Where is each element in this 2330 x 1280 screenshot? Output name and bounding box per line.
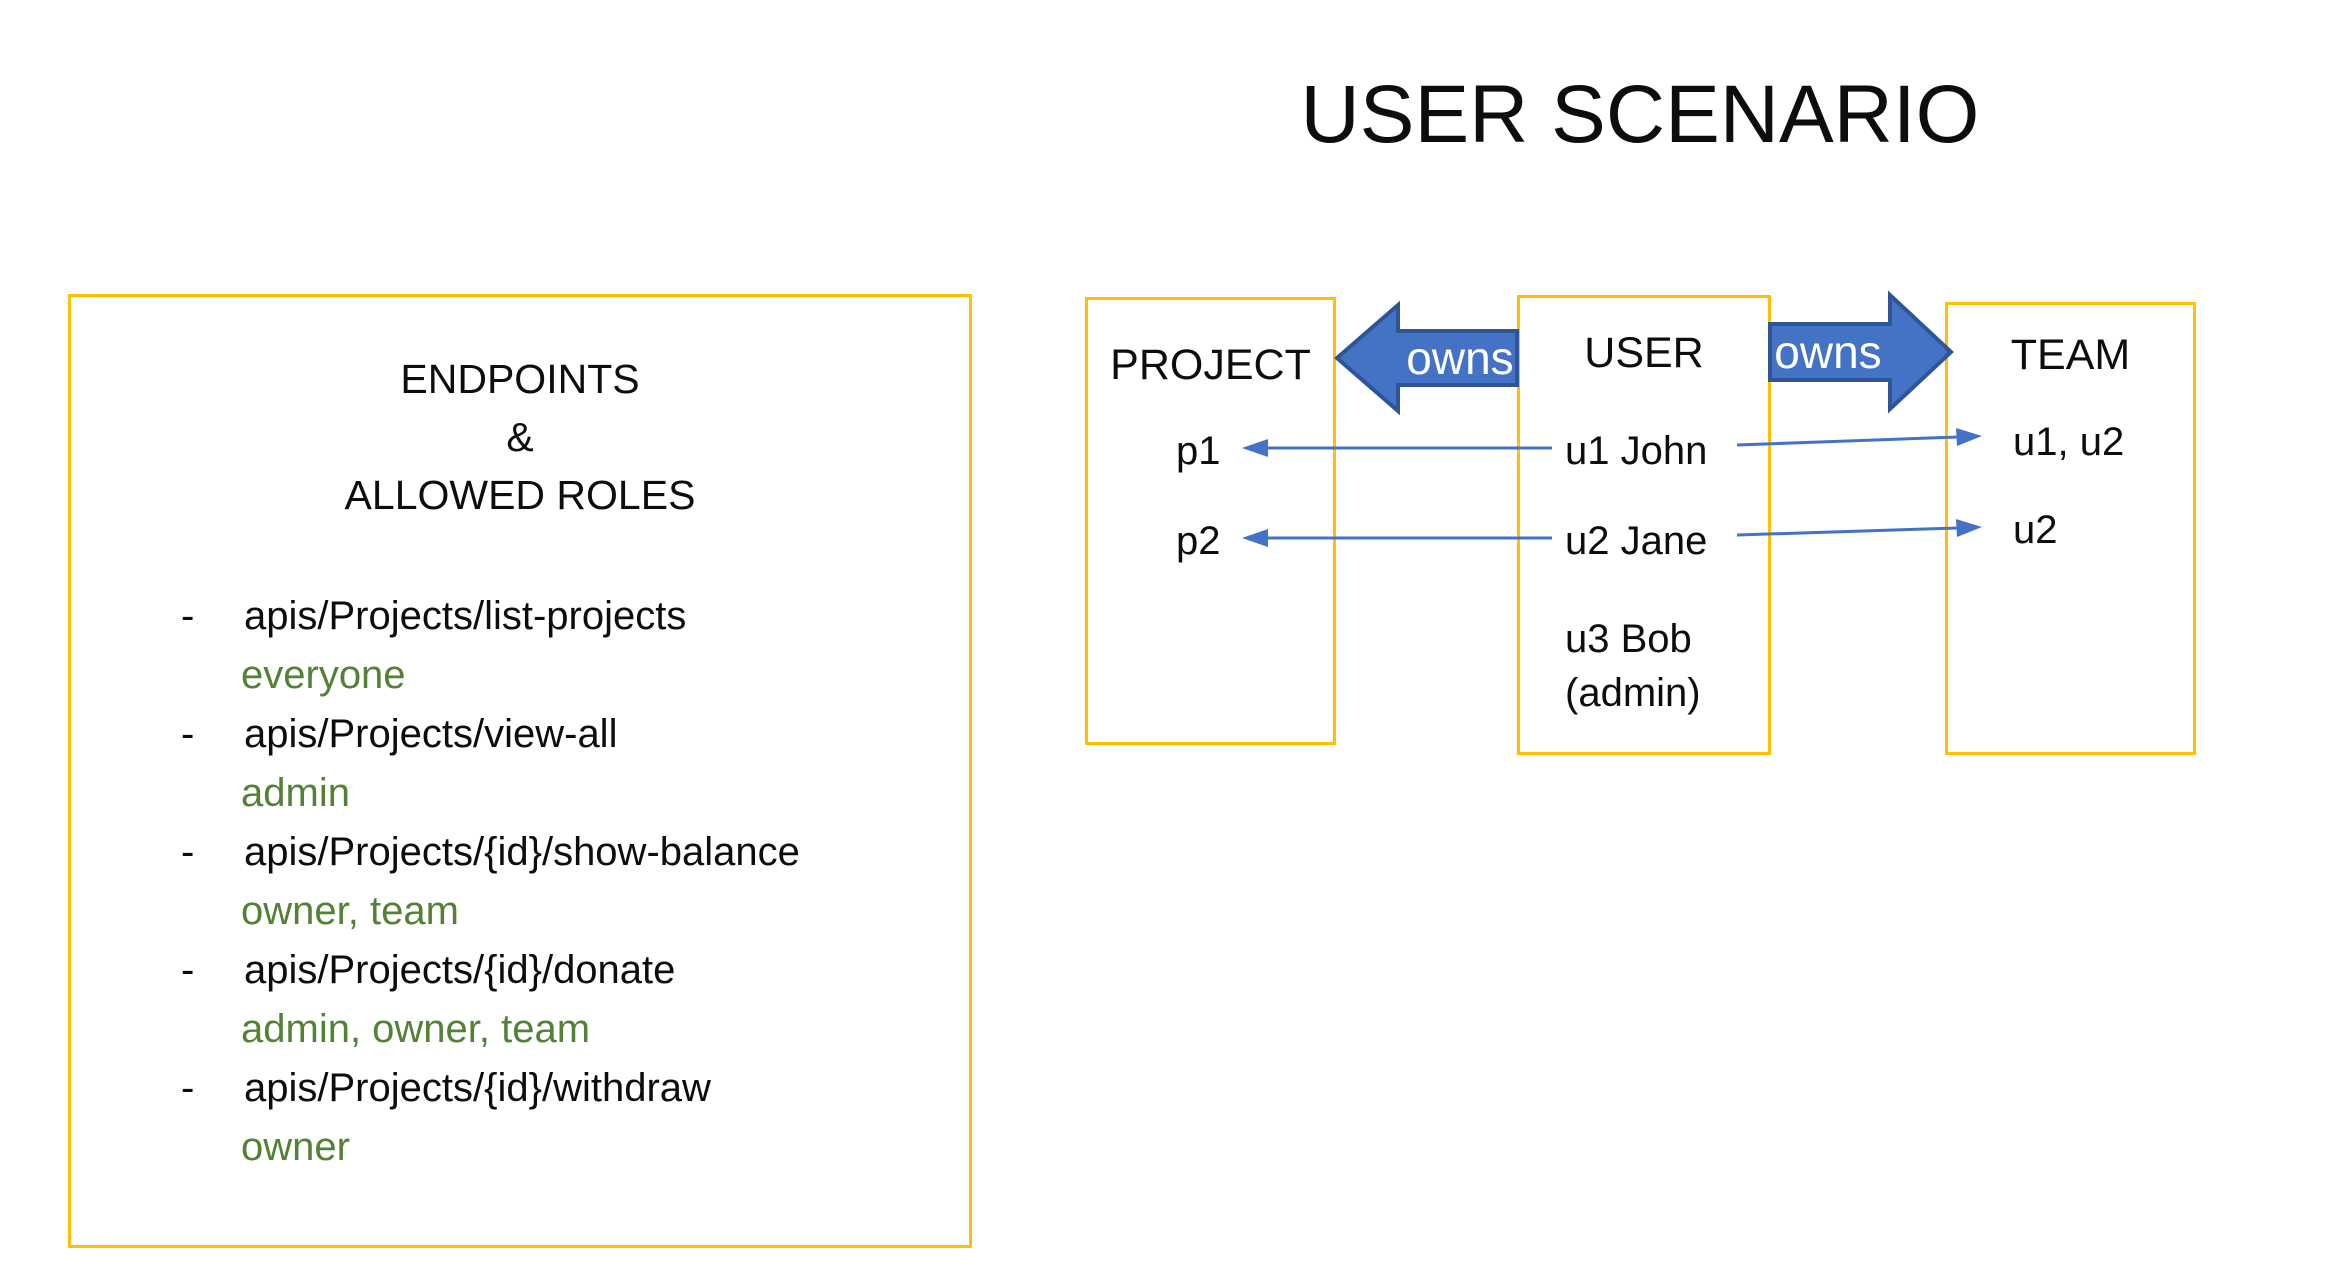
endpoint-path-text: apis/Projects/{id}/show-balance — [244, 830, 800, 874]
endpoint-path-text: apis/Projects/list-projects — [244, 594, 687, 638]
project-box-label: PROJECT — [1110, 341, 1311, 389]
owns-arrow-right-icon: owns — [1768, 290, 1954, 414]
bullet-dash: - — [181, 948, 195, 992]
endpoint-path-text: apis/Projects/{id}/withdraw — [244, 1066, 711, 1110]
endpoint-path: - apis/Projects/{id}/donate — [71, 941, 969, 1000]
endpoint-roles: owner — [241, 1125, 350, 1169]
project-box: PROJECT p1 p2 — [1085, 297, 1336, 745]
owns-label-left: owns — [1406, 332, 1513, 384]
endpoint-roles: admin, owner, team — [241, 1007, 591, 1051]
endpoint-path-text: apis/Projects/{id}/donate — [244, 948, 676, 992]
endpoint-path: - apis/Projects/{id}/show-balance — [71, 823, 969, 882]
endpoint-item: - apis/Projects/{id}/withdraw owner — [71, 1059, 969, 1177]
endpoint-roles: everyone — [241, 653, 406, 697]
team-box: TEAM u1, u2 u2 — [1945, 302, 2196, 755]
project-row-p1: p1 — [1176, 429, 1221, 473]
user-row-u1: u1 John — [1565, 429, 1708, 473]
endpoint-path: - apis/Projects/{id}/withdraw — [71, 1059, 969, 1118]
endpoint-item: - apis/Projects/{id}/donate admin, owner,… — [71, 941, 969, 1059]
owns-label-right: owns — [1774, 326, 1881, 378]
bullet-dash: - — [181, 830, 195, 874]
owns-arrow-left-icon: owns — [1333, 300, 1519, 416]
endpoints-panel: ENDPOINTS & ALLOWED ROLES - apis/Projects… — [68, 294, 972, 1248]
project-row-p2: p2 — [1176, 519, 1221, 563]
team-box-label: TEAM — [2010, 331, 2131, 379]
user-row-u3-role: (admin) — [1565, 671, 1701, 715]
slide-title: USER SCENARIO — [1300, 69, 1980, 160]
team-row-1: u1, u2 — [2013, 420, 2125, 464]
endpoint-item: - apis/Projects/list-projects everyone — [71, 587, 969, 705]
endpoints-heading-line1: ENDPOINTS — [400, 356, 640, 402]
endpoint-path: - apis/Projects/list-projects — [71, 587, 969, 646]
endpoint-path: - apis/Projects/view-all — [71, 705, 969, 764]
bullet-dash: - — [181, 1066, 195, 1110]
user-row-u2: u2 Jane — [1565, 519, 1708, 563]
endpoint-roles: owner, team — [241, 889, 459, 933]
endpoints-heading-line3: ALLOWED ROLES — [344, 472, 696, 518]
bullet-dash: - — [181, 712, 195, 756]
endpoint-item: - apis/Projects/view-all admin — [71, 705, 969, 823]
endpoints-heading: ENDPOINTS & ALLOWED ROLES — [71, 350, 969, 524]
user-box-label: USER — [1584, 329, 1704, 377]
endpoints-list: - apis/Projects/list-projects everyone - a… — [71, 587, 969, 1177]
endpoint-path-text: apis/Projects/view-all — [244, 712, 618, 756]
user-row-u3: u3 Bob — [1565, 617, 1692, 661]
endpoint-roles: admin — [241, 771, 350, 815]
team-row-2: u2 — [2013, 508, 2058, 552]
endpoints-heading-line2: & — [506, 414, 534, 460]
user-box: USER u1 John u2 Jane u3 Bob (admin) — [1517, 295, 1771, 755]
endpoint-item: - apis/Projects/{id}/show-balance owner, … — [71, 823, 969, 941]
bullet-dash: - — [181, 594, 195, 638]
